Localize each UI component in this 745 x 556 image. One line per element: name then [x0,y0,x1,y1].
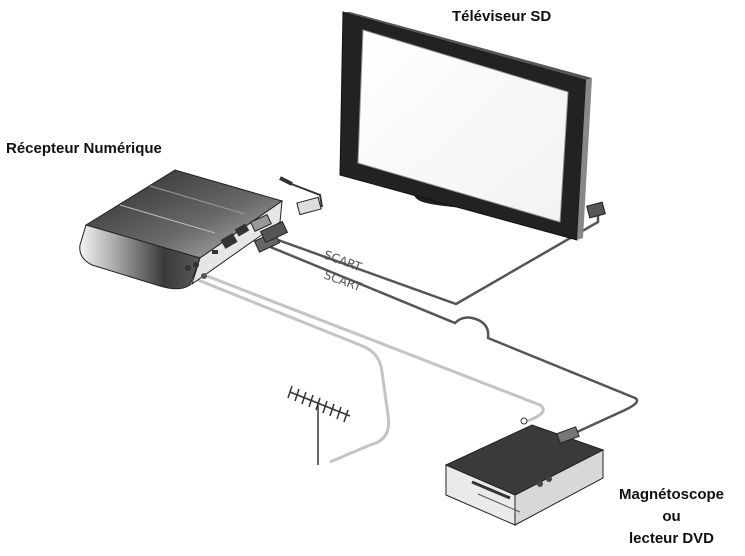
vcr-label-line3: lecteur DVD [628,530,715,547]
vcr-label-line1: Magnétoscope [618,486,724,503]
antenna-cable [197,278,391,464]
receiver-label: Récepteur Numérique [6,140,162,157]
power-cable [279,176,323,208]
antenna-illustration [287,385,351,465]
vcr-label-line2: ou [662,508,681,525]
tv-label: Téléviseur SD [452,8,552,25]
receiver-illustration [79,169,322,290]
scart-cable-tv [277,214,600,306]
vcr-label: Magnétoscope ou lecteur DVD [598,484,745,550]
vcr-rf-cable [206,274,545,425]
scart-cable-vcr [267,244,639,434]
vcr-illustration [444,417,605,526]
tv-illustration [339,11,606,241]
